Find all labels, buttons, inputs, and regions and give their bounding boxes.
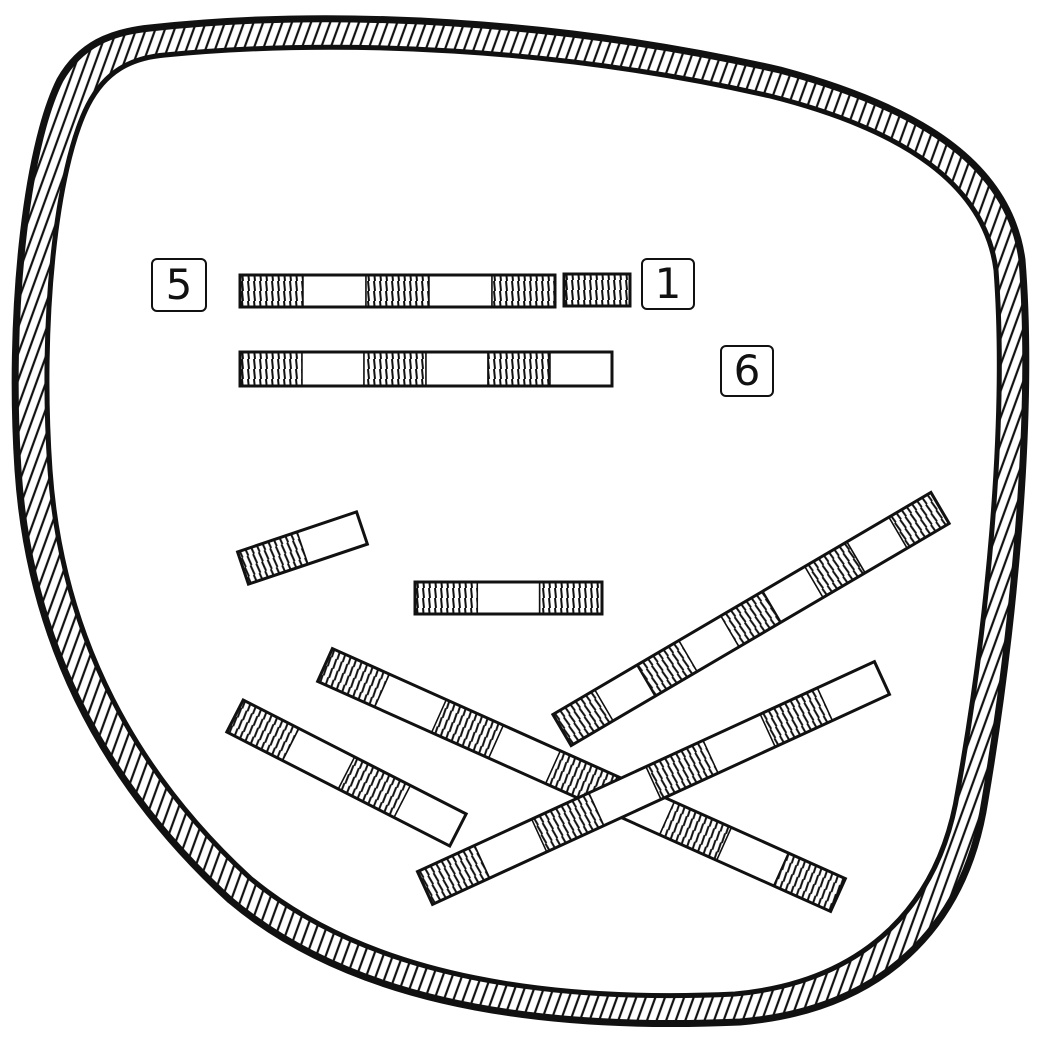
rod-second-row-outline xyxy=(238,350,614,388)
rod-second-row-band-dark xyxy=(239,351,303,387)
rod-long-ascending-diagonal-lower xyxy=(415,659,892,907)
rod-long-ascending-diagonal-upper-outline xyxy=(550,490,952,748)
rod-top-long-outline xyxy=(238,273,557,309)
cell-boundary xyxy=(11,15,1030,1028)
rod-top-long xyxy=(238,273,557,309)
rod-top-short-fragment xyxy=(562,272,632,308)
rod-middle-short-band-dark xyxy=(414,581,479,615)
rod-long-ascending-diagonal-lower-outline xyxy=(415,659,892,907)
rod-long-descending-diagonal-outline xyxy=(315,646,848,914)
rod-second-row-band-light xyxy=(301,351,365,387)
rod-top-long-band-dark xyxy=(491,274,556,308)
rod-middle-short-band-light xyxy=(476,581,541,615)
rod-middle-short xyxy=(413,580,604,616)
rod-top-short-fragment-outline xyxy=(562,272,632,308)
label-6-text: 6 xyxy=(733,346,761,395)
label-1: 1 xyxy=(641,258,695,310)
label-1-text: 1 xyxy=(654,259,682,308)
label-5-text: 5 xyxy=(165,260,193,309)
rods-layer xyxy=(224,272,952,914)
rod-top-long-band-light xyxy=(302,274,367,308)
rod-small-tilted-outline xyxy=(235,509,370,587)
rod-top-long-band-dark xyxy=(239,274,304,308)
label-6: 6 xyxy=(720,345,774,397)
rod-lower-left-diagonal xyxy=(224,697,469,849)
rod-second-row-band-light xyxy=(425,351,489,387)
rod-top-long-band-dark xyxy=(365,274,430,308)
label-5: 5 xyxy=(151,258,207,312)
rod-long-ascending-diagonal-upper xyxy=(550,490,952,748)
rod-small-tilted xyxy=(235,509,370,587)
rod-second-row-band-dark xyxy=(363,351,427,387)
rod-second-row-band-light xyxy=(549,351,613,387)
rod-middle-short-outline xyxy=(413,580,604,616)
rod-lower-left-diagonal-outline xyxy=(224,697,469,849)
rod-second-row-band-dark xyxy=(487,351,551,387)
rod-second-row xyxy=(238,350,614,388)
rod-middle-short-band-dark xyxy=(538,581,603,615)
rod-top-long-band-light xyxy=(428,274,493,308)
rod-top-short-fragment-band-dark xyxy=(563,273,631,307)
